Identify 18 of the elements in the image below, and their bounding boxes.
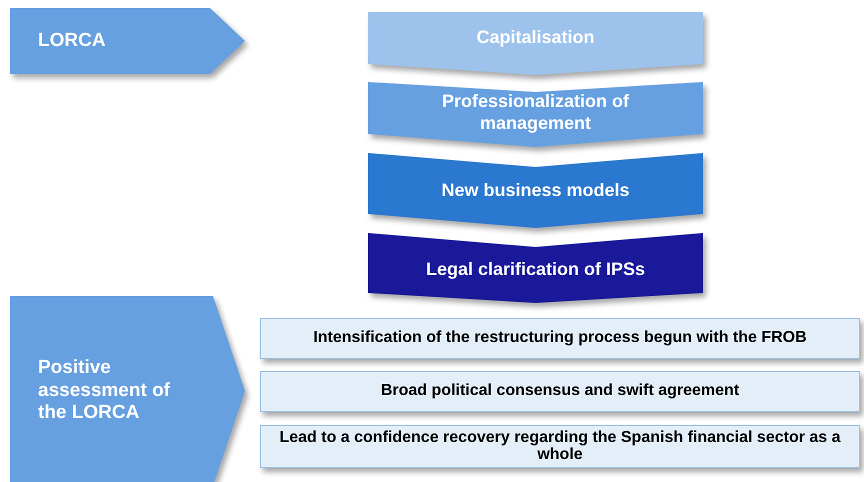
chevron-banner xyxy=(368,82,703,147)
statement-text: Broad political consensus and swift agreement xyxy=(380,383,740,400)
statement-box xyxy=(260,371,860,412)
statement-box xyxy=(260,318,860,359)
banner-text: New business models xyxy=(441,180,630,202)
chevron-banner xyxy=(368,233,703,303)
banner-text: Positive assessment of the LORCA xyxy=(38,356,172,426)
arrow-banner xyxy=(10,8,245,74)
statement-text: Intensification of the restructuring process begun with the FROB xyxy=(313,330,807,347)
arrow-banner xyxy=(10,296,245,482)
banner-text: Legal clarification of IPSs xyxy=(426,259,646,281)
statement-text: Lead to a confidence recovery regarding the Spanish financial sector as a whole xyxy=(278,430,842,464)
banner-text: Capitalisation xyxy=(476,27,595,49)
banner-text: Professionalization of management xyxy=(440,91,630,135)
banner-text: LORCA xyxy=(38,30,106,52)
statement-box xyxy=(260,425,860,468)
chevron-banner xyxy=(368,12,703,75)
chevron-banner xyxy=(368,153,703,228)
